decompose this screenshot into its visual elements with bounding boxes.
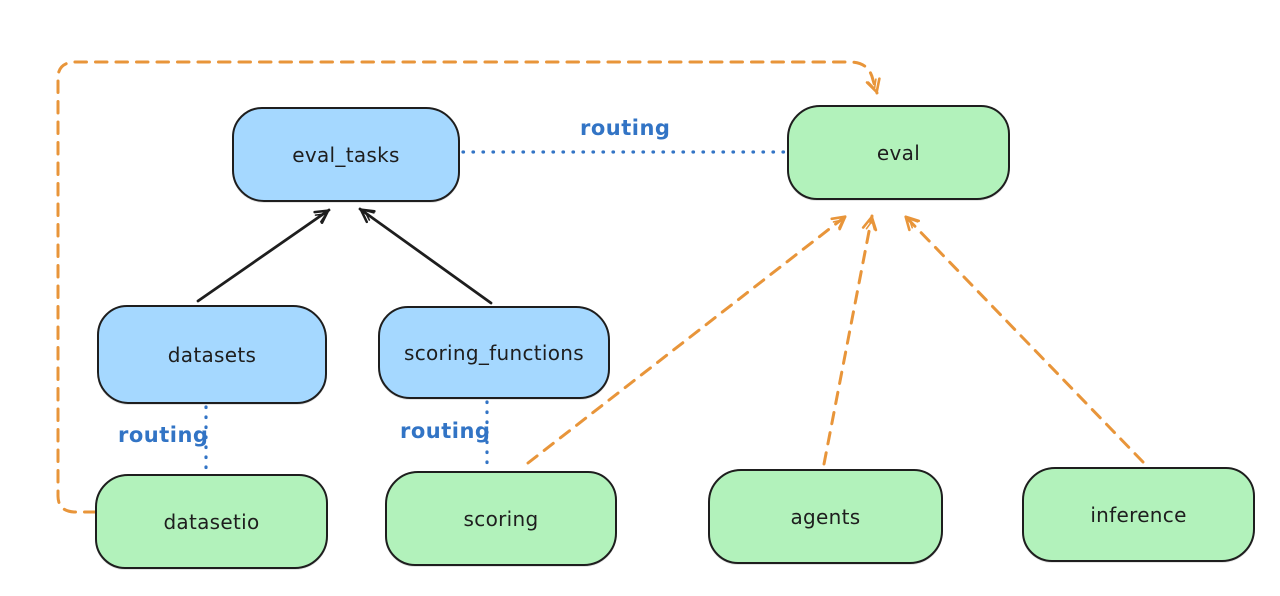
node-scoring-functions: scoring_functions (378, 306, 610, 399)
node-eval-tasks-label: eval_tasks (292, 142, 400, 167)
edge-datasetio-to-eval (56, 60, 881, 514)
edge-scoring-functions-to-eval-tasks (358, 207, 493, 305)
node-datasets: datasets (97, 305, 327, 404)
node-agents-label: agents (790, 504, 861, 529)
node-datasetio-label: datasetio (163, 509, 260, 534)
edge-inference-to-eval (903, 214, 1145, 464)
node-inference: inference (1022, 467, 1255, 562)
node-datasetio: datasetio (95, 474, 328, 569)
node-scoring-functions-label: scoring_functions (403, 340, 585, 365)
node-inference-label: inference (1090, 502, 1187, 527)
node-scoring: scoring (385, 471, 617, 566)
node-scoring-label: scoring (463, 506, 539, 531)
edge-datasets-to-eval-tasks (196, 208, 331, 303)
node-datasets-label: datasets (167, 342, 257, 367)
edge-agents-to-eval (822, 214, 878, 466)
node-eval: eval (787, 105, 1010, 200)
node-eval-tasks: eval_tasks (232, 107, 460, 202)
routing-label-datasets-datasetio: routing (118, 423, 209, 447)
edge-scoring-to-eval (526, 214, 848, 465)
node-agents: agents (708, 469, 943, 564)
routing-label-eval-tasks-eval: routing (580, 116, 671, 140)
routing-label-scoring-functions-scoring: routing (400, 419, 491, 443)
node-eval-label: eval (876, 140, 921, 165)
